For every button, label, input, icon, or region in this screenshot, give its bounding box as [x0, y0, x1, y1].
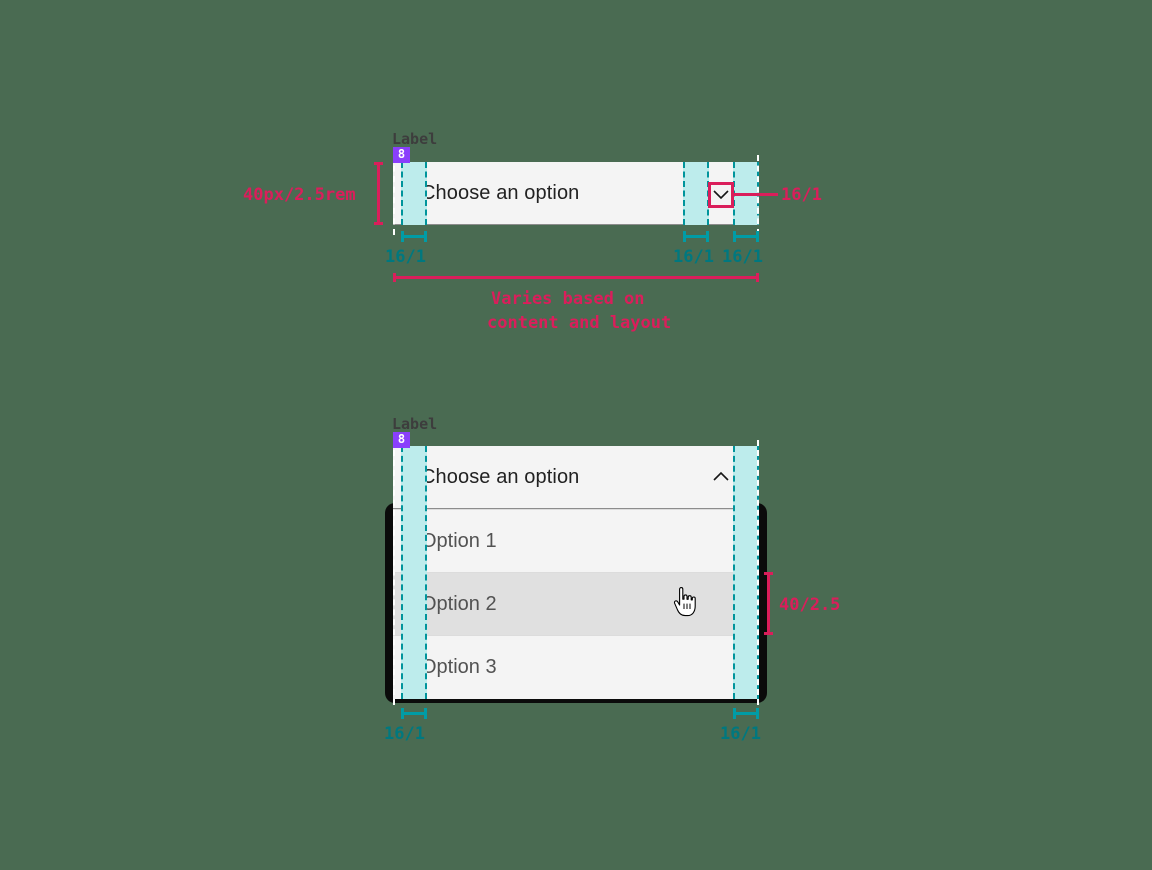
list-item[interactable]: Option 3 — [393, 635, 759, 698]
closed-right-padding-annotation: 16/1 — [722, 247, 763, 267]
option-height-annotation: 40/2.5 — [779, 595, 841, 615]
closed-height-annotation: 40px/2.5rem — [243, 185, 356, 205]
closed-field-label: Label — [392, 130, 438, 148]
closed-left-padding-annotation: 16/1 — [385, 247, 426, 267]
dropdown-menu-list[interactable]: Option 1 Option 2 Option 3 — [393, 509, 759, 699]
option-label: Option 2 — [421, 592, 497, 615]
chevron-down-icon[interactable] — [711, 184, 731, 204]
closed-icon-gap-annotation: 16/1 — [673, 247, 714, 267]
closed-left-padding-spacer — [401, 162, 427, 225]
open-right-guide — [757, 440, 759, 705]
pointer-hand-cursor — [672, 587, 698, 617]
closed-icon-gap-spacer — [683, 162, 709, 225]
open-left-padding-spacer — [401, 446, 427, 699]
chevron-size-leader-line — [734, 193, 778, 196]
chevron-size-callout-box — [708, 182, 734, 208]
list-item[interactable]: Option 1 — [393, 509, 759, 572]
closed-field-value: Choose an option — [421, 181, 580, 204]
list-item[interactable]: Option 2 — [393, 572, 759, 635]
open-field-value: Choose an option — [421, 465, 580, 488]
closed-width-annotation-line2: content and layout — [487, 313, 672, 333]
closed-left-guide — [393, 155, 395, 235]
option-label: Option 1 — [421, 529, 497, 552]
closed-width-rule — [393, 273, 759, 282]
closed-label-spacing-badge: 8 — [393, 147, 410, 163]
open-label-spacing-badge: 8 — [393, 432, 410, 448]
open-right-padding-spacer — [733, 446, 759, 699]
chevron-up-icon[interactable] — [711, 467, 731, 487]
option-height-rule — [764, 572, 773, 635]
open-field-label: Label — [392, 415, 438, 433]
closed-height-rule — [374, 162, 383, 225]
closed-width-annotation-line1: Varies based on — [491, 289, 645, 309]
open-right-padding-annotation: 16/1 — [720, 724, 761, 744]
open-left-guide — [393, 440, 395, 705]
option-label: Option 3 — [421, 655, 497, 678]
closed-icon-size-annotation: 16/1 — [781, 185, 822, 205]
open-dropdown-field[interactable]: Choose an option — [393, 446, 759, 509]
open-left-padding-annotation: 16/1 — [384, 724, 425, 744]
